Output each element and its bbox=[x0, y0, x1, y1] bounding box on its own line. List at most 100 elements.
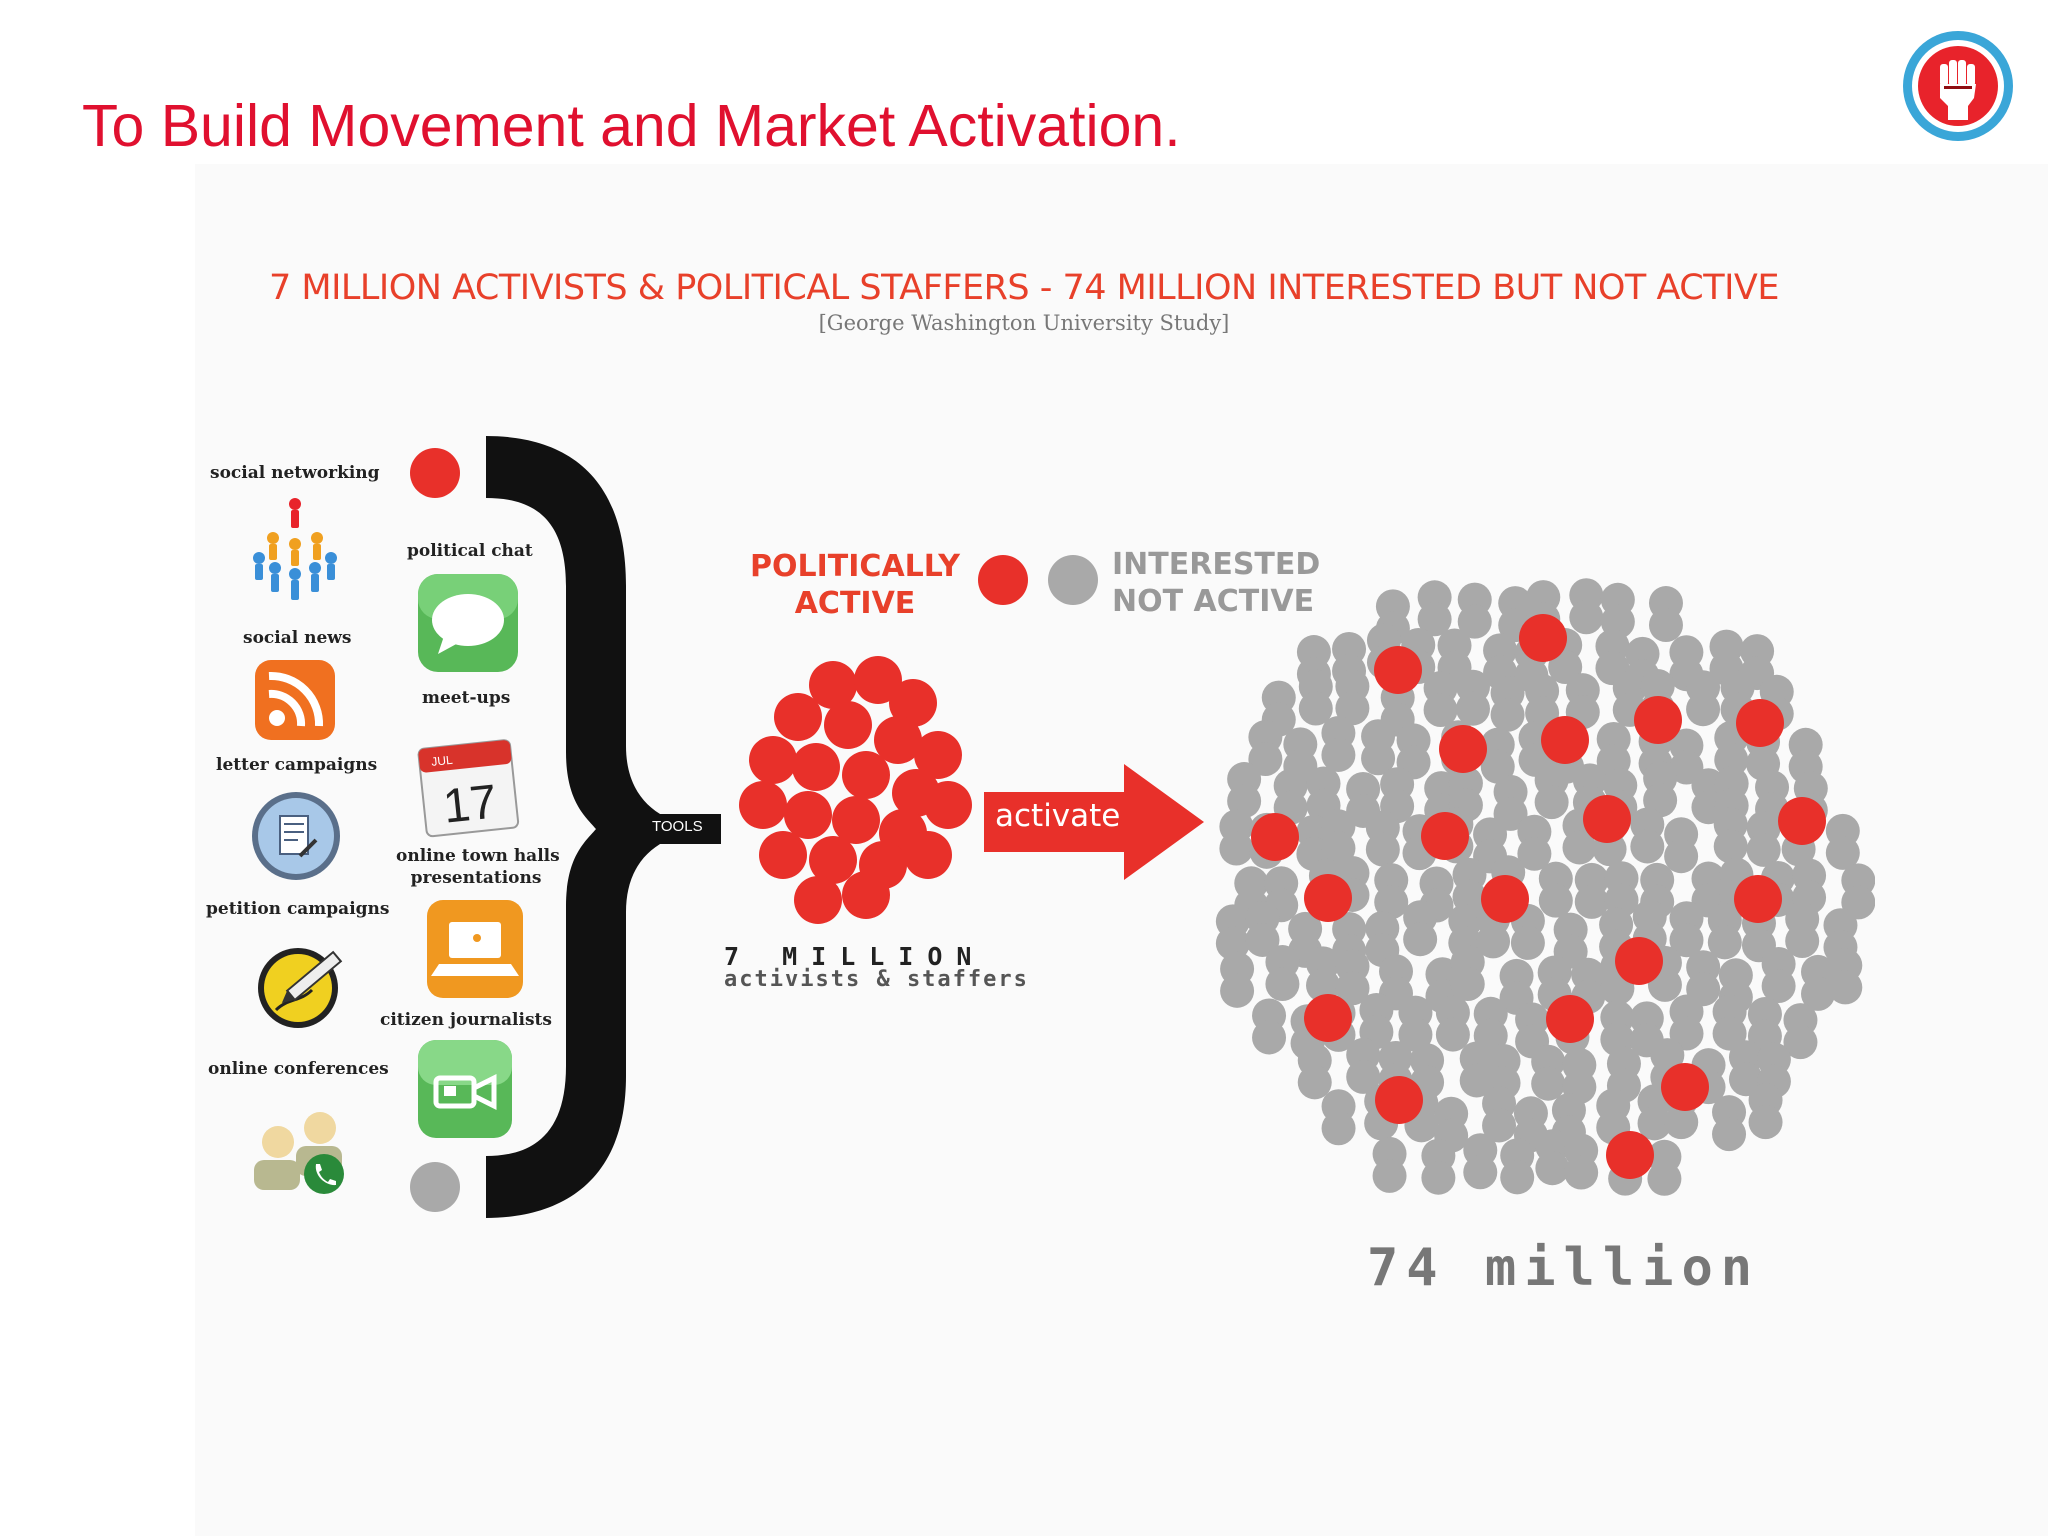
crowd-person bbox=[1574, 862, 1609, 919]
crowd-active-dot bbox=[1661, 1063, 1709, 1111]
crowd-person bbox=[1245, 900, 1280, 957]
tools-label: TOOLS bbox=[652, 818, 703, 835]
crowd-person bbox=[1800, 954, 1835, 1011]
crowd-person bbox=[1335, 669, 1370, 726]
activist-dot bbox=[874, 716, 922, 764]
crowd-person bbox=[1664, 817, 1699, 874]
crowd-active-dot bbox=[1304, 874, 1352, 922]
tool-label-line: online town halls bbox=[396, 846, 560, 866]
logo bbox=[1903, 31, 2013, 141]
crowd-active-dot bbox=[1541, 716, 1589, 764]
activate-arrow bbox=[984, 764, 1204, 880]
crowd-person bbox=[1596, 721, 1631, 778]
crowd-person bbox=[1321, 809, 1356, 866]
crowd-person bbox=[1825, 813, 1860, 870]
crowd-person bbox=[1785, 902, 1820, 959]
crowd-person bbox=[1713, 807, 1748, 864]
activist-dot bbox=[842, 871, 890, 919]
crowd-person bbox=[1298, 669, 1333, 726]
crowd-active-dot bbox=[1615, 937, 1663, 985]
crowd-person bbox=[1361, 719, 1396, 776]
calendar-icon: JUL 17 bbox=[417, 739, 520, 838]
crowd-person bbox=[1306, 946, 1341, 1003]
tools-brace bbox=[486, 436, 721, 1218]
crowd-person bbox=[1346, 1037, 1381, 1094]
crowd-person bbox=[1535, 1129, 1570, 1186]
activate-label: activate bbox=[995, 798, 1121, 834]
legend-inactive-line2: NOT ACTIVE bbox=[1112, 584, 1315, 619]
crowd-person bbox=[1531, 1044, 1566, 1101]
crowd-person bbox=[1746, 810, 1781, 867]
crowd-person bbox=[1297, 1043, 1332, 1100]
activist-dot bbox=[904, 831, 952, 879]
crowd-circle bbox=[1215, 578, 1875, 1196]
crowd-person bbox=[1435, 995, 1470, 1052]
crowd-person bbox=[1686, 670, 1721, 727]
crowd-person bbox=[1248, 720, 1283, 777]
crowd-active-dot bbox=[1421, 812, 1469, 860]
crowd-person bbox=[1828, 948, 1863, 1005]
activist-dot bbox=[832, 796, 880, 844]
tool-label-meet-ups: meet-ups bbox=[422, 688, 511, 708]
crowd-active-dot bbox=[1519, 614, 1567, 662]
crowd-person bbox=[1417, 580, 1452, 637]
crowd-person bbox=[1500, 1138, 1535, 1195]
tool-label-online-conferences: online conferences bbox=[208, 1059, 389, 1079]
tool-label-petition-campaigns: petition campaigns bbox=[206, 899, 390, 919]
activist-dot bbox=[824, 701, 872, 749]
crowd-person bbox=[1450, 945, 1485, 1002]
crowd-person bbox=[1841, 863, 1875, 920]
crowd-person bbox=[1534, 763, 1569, 820]
crowd-person bbox=[1480, 727, 1515, 784]
crowd-person bbox=[1473, 996, 1508, 1053]
crowd-person bbox=[1517, 814, 1552, 871]
crowd-person bbox=[1423, 671, 1458, 728]
legend-active-line2: ACTIVE bbox=[794, 586, 916, 621]
activists-caption: activists & staffers bbox=[724, 967, 1029, 992]
legend-active-line1: POLITICALLY bbox=[750, 549, 960, 584]
activist-dot bbox=[739, 781, 787, 829]
crowd-active-dot bbox=[1606, 1131, 1654, 1179]
legend-inactive-dot bbox=[1048, 555, 1098, 605]
crowd-active-dot bbox=[1546, 995, 1594, 1043]
activist-dot bbox=[809, 836, 857, 884]
crowd-person bbox=[1227, 762, 1262, 819]
activist-dot bbox=[792, 743, 840, 791]
tool-label-social-networking: social networking bbox=[210, 463, 380, 483]
activist-dot bbox=[914, 731, 962, 779]
tool-label-citizen-journalists: citizen journalists bbox=[380, 1010, 552, 1030]
crowd-person bbox=[1630, 807, 1665, 864]
crowd-person bbox=[1220, 951, 1255, 1008]
crowd-person bbox=[1252, 998, 1287, 1055]
activist-dot bbox=[749, 736, 797, 784]
conference-call-icon bbox=[254, 1112, 344, 1194]
crowd-person bbox=[1457, 582, 1492, 639]
inactive-dot-marker bbox=[410, 1162, 460, 1212]
document-pen-icon bbox=[252, 792, 340, 880]
pencil-sign-icon bbox=[258, 948, 343, 1028]
tool-label-line: presentations bbox=[410, 868, 542, 888]
crowd-person bbox=[1403, 900, 1438, 957]
legend-inactive-label: INTERESTED NOT ACTIVE bbox=[1112, 546, 1320, 620]
crowd-active-dot bbox=[1634, 696, 1682, 744]
chat-bubble-icon bbox=[418, 574, 518, 672]
activist-dot bbox=[809, 661, 857, 709]
crowd-person bbox=[1490, 675, 1525, 732]
legend-inactive-line1: INTERESTED bbox=[1112, 547, 1321, 582]
activist-dot bbox=[924, 781, 972, 829]
crowd-person bbox=[1669, 901, 1704, 958]
crowd-person bbox=[1669, 994, 1704, 1051]
crowd-person bbox=[1365, 810, 1400, 867]
tool-label-social-news: social news bbox=[243, 628, 352, 648]
infographic-headline: 7 MILLION ACTIVISTS & POLITICAL STAFFERS… bbox=[269, 268, 1779, 308]
crowd-person bbox=[1372, 1136, 1407, 1193]
crowd-active-dot bbox=[1583, 795, 1631, 843]
crowd-person bbox=[1482, 1086, 1517, 1143]
crowd-active-dot bbox=[1439, 725, 1487, 773]
tool-label-letter-campaigns: letter campaigns bbox=[216, 755, 378, 775]
raised-fist-icon bbox=[1940, 60, 1976, 120]
people-network-icon bbox=[253, 498, 337, 600]
activist-dot bbox=[774, 693, 822, 741]
crowd-person bbox=[1648, 586, 1683, 643]
crowd-person bbox=[1647, 1139, 1682, 1196]
